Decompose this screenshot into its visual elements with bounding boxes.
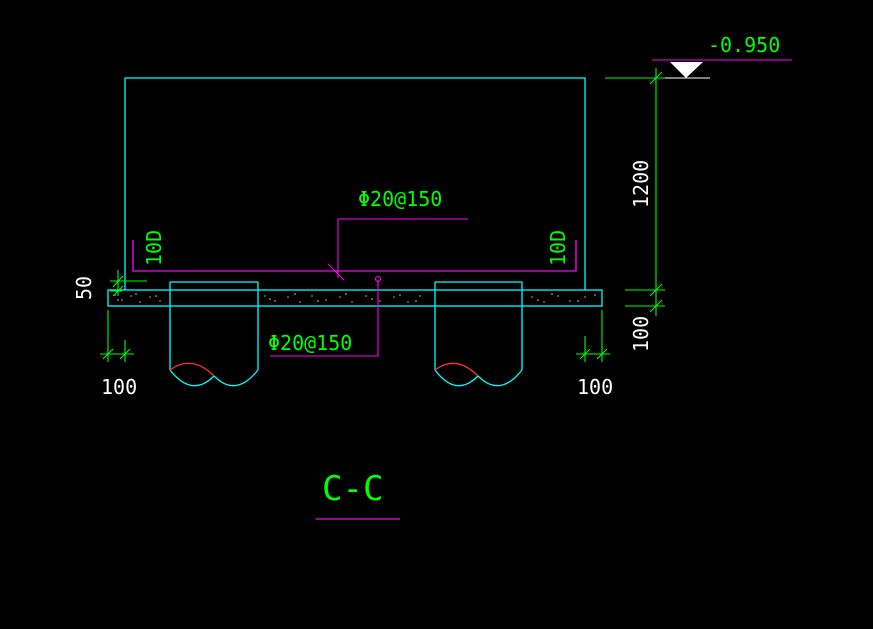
dim-slab-label: 100 [629, 316, 653, 352]
rebar-main [132, 240, 577, 272]
elevation-label: -0.950 [708, 33, 780, 57]
dim-height-label: 1200 [629, 160, 653, 208]
dim-right-vertical [605, 68, 665, 316]
pile-right [434, 281, 523, 387]
dim-bottom-left [100, 310, 134, 362]
slab-hatch [114, 294, 586, 303]
dim-left-cover [110, 270, 147, 297]
dim-left-edge-label: 100 [101, 375, 137, 399]
anchor-label-left: 10D [142, 230, 166, 266]
pit-outline [124, 77, 586, 290]
dim-left-cover-label: 50 [72, 276, 96, 300]
dim-right-edge-label: 100 [577, 375, 613, 399]
section-title: C-C [322, 469, 383, 509]
anchor-label-right: 10D [546, 230, 570, 266]
rebar-leader-top [327, 218, 468, 281]
rebar-top-label: Φ20@150 [358, 187, 442, 211]
pile-left [169, 281, 259, 387]
elevation-marker [652, 59, 792, 79]
dim-bottom-right [576, 310, 610, 362]
base-slab [107, 289, 603, 307]
rebar-leader-bottom [270, 275, 382, 357]
rebar-bottom-label: Φ20@150 [268, 331, 352, 355]
